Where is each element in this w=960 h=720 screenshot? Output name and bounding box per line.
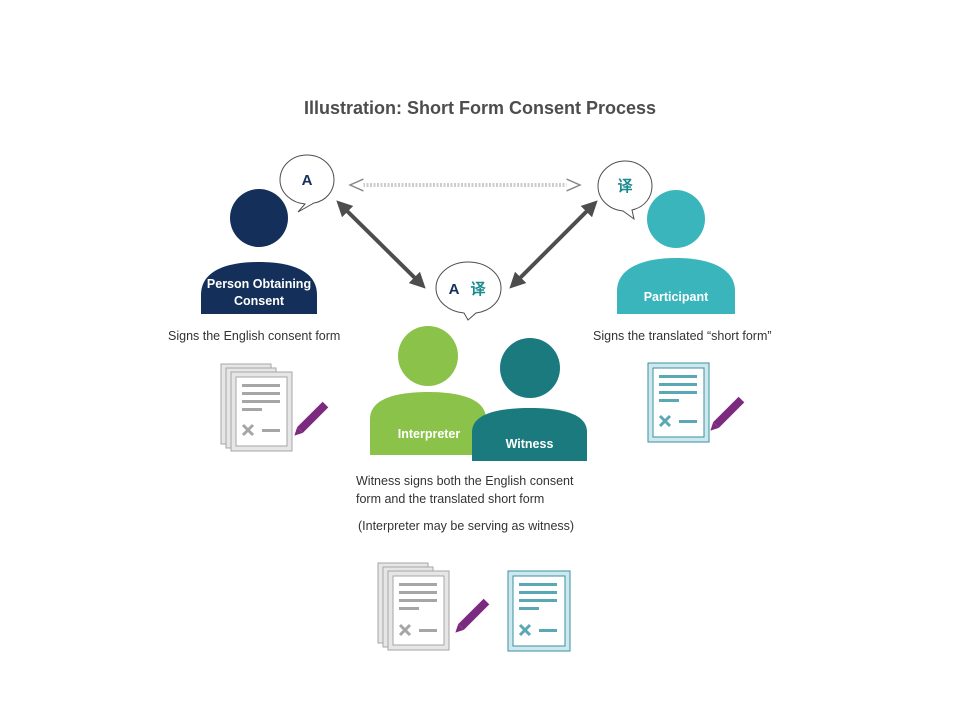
english-consent-form-stack	[220, 363, 293, 452]
arrow-participant-interpreter	[509, 200, 598, 289]
person-obtaining-consent-label: Person Obtaining Consent	[206, 277, 312, 308]
interpreter-figure	[370, 326, 486, 455]
bubble-letter-a: A	[449, 281, 460, 298]
speech-bubble-interpreter: A 译	[435, 261, 502, 321]
pen-icon	[710, 396, 745, 431]
poc-caption: Signs the English consent form	[168, 329, 341, 343]
interpreter-label: Interpreter	[397, 427, 461, 441]
interpreter-note: (Interpreter may be serving as witness)	[358, 519, 575, 533]
translated-short-form	[647, 362, 710, 443]
participant-caption: Signs the translated “short form”	[593, 329, 772, 343]
bubble-translation-glyph: 译	[470, 280, 486, 298]
bubble-letter-a: A	[302, 172, 313, 189]
participant-figure	[617, 190, 735, 314]
witness-label: Witness	[505, 437, 554, 451]
participant-label: Participant	[643, 290, 709, 304]
translated-short-form	[507, 570, 571, 652]
speech-bubble-translated: 译	[597, 160, 653, 221]
pen-icon	[455, 598, 490, 633]
person-obtaining-consent-figure	[201, 189, 317, 314]
diagram-title: Illustration: Short Form Consent Process	[303, 98, 657, 118]
english-consent-form-stack	[377, 562, 450, 651]
witness-caption: Witness signs both the English consent f…	[356, 474, 574, 506]
arrow-poc-interpreter	[336, 200, 426, 289]
bubble-translation-glyph: 译	[617, 177, 633, 195]
pen-icon	[294, 401, 329, 436]
witness-figure	[472, 338, 587, 461]
speech-bubble-english: A	[279, 154, 335, 213]
